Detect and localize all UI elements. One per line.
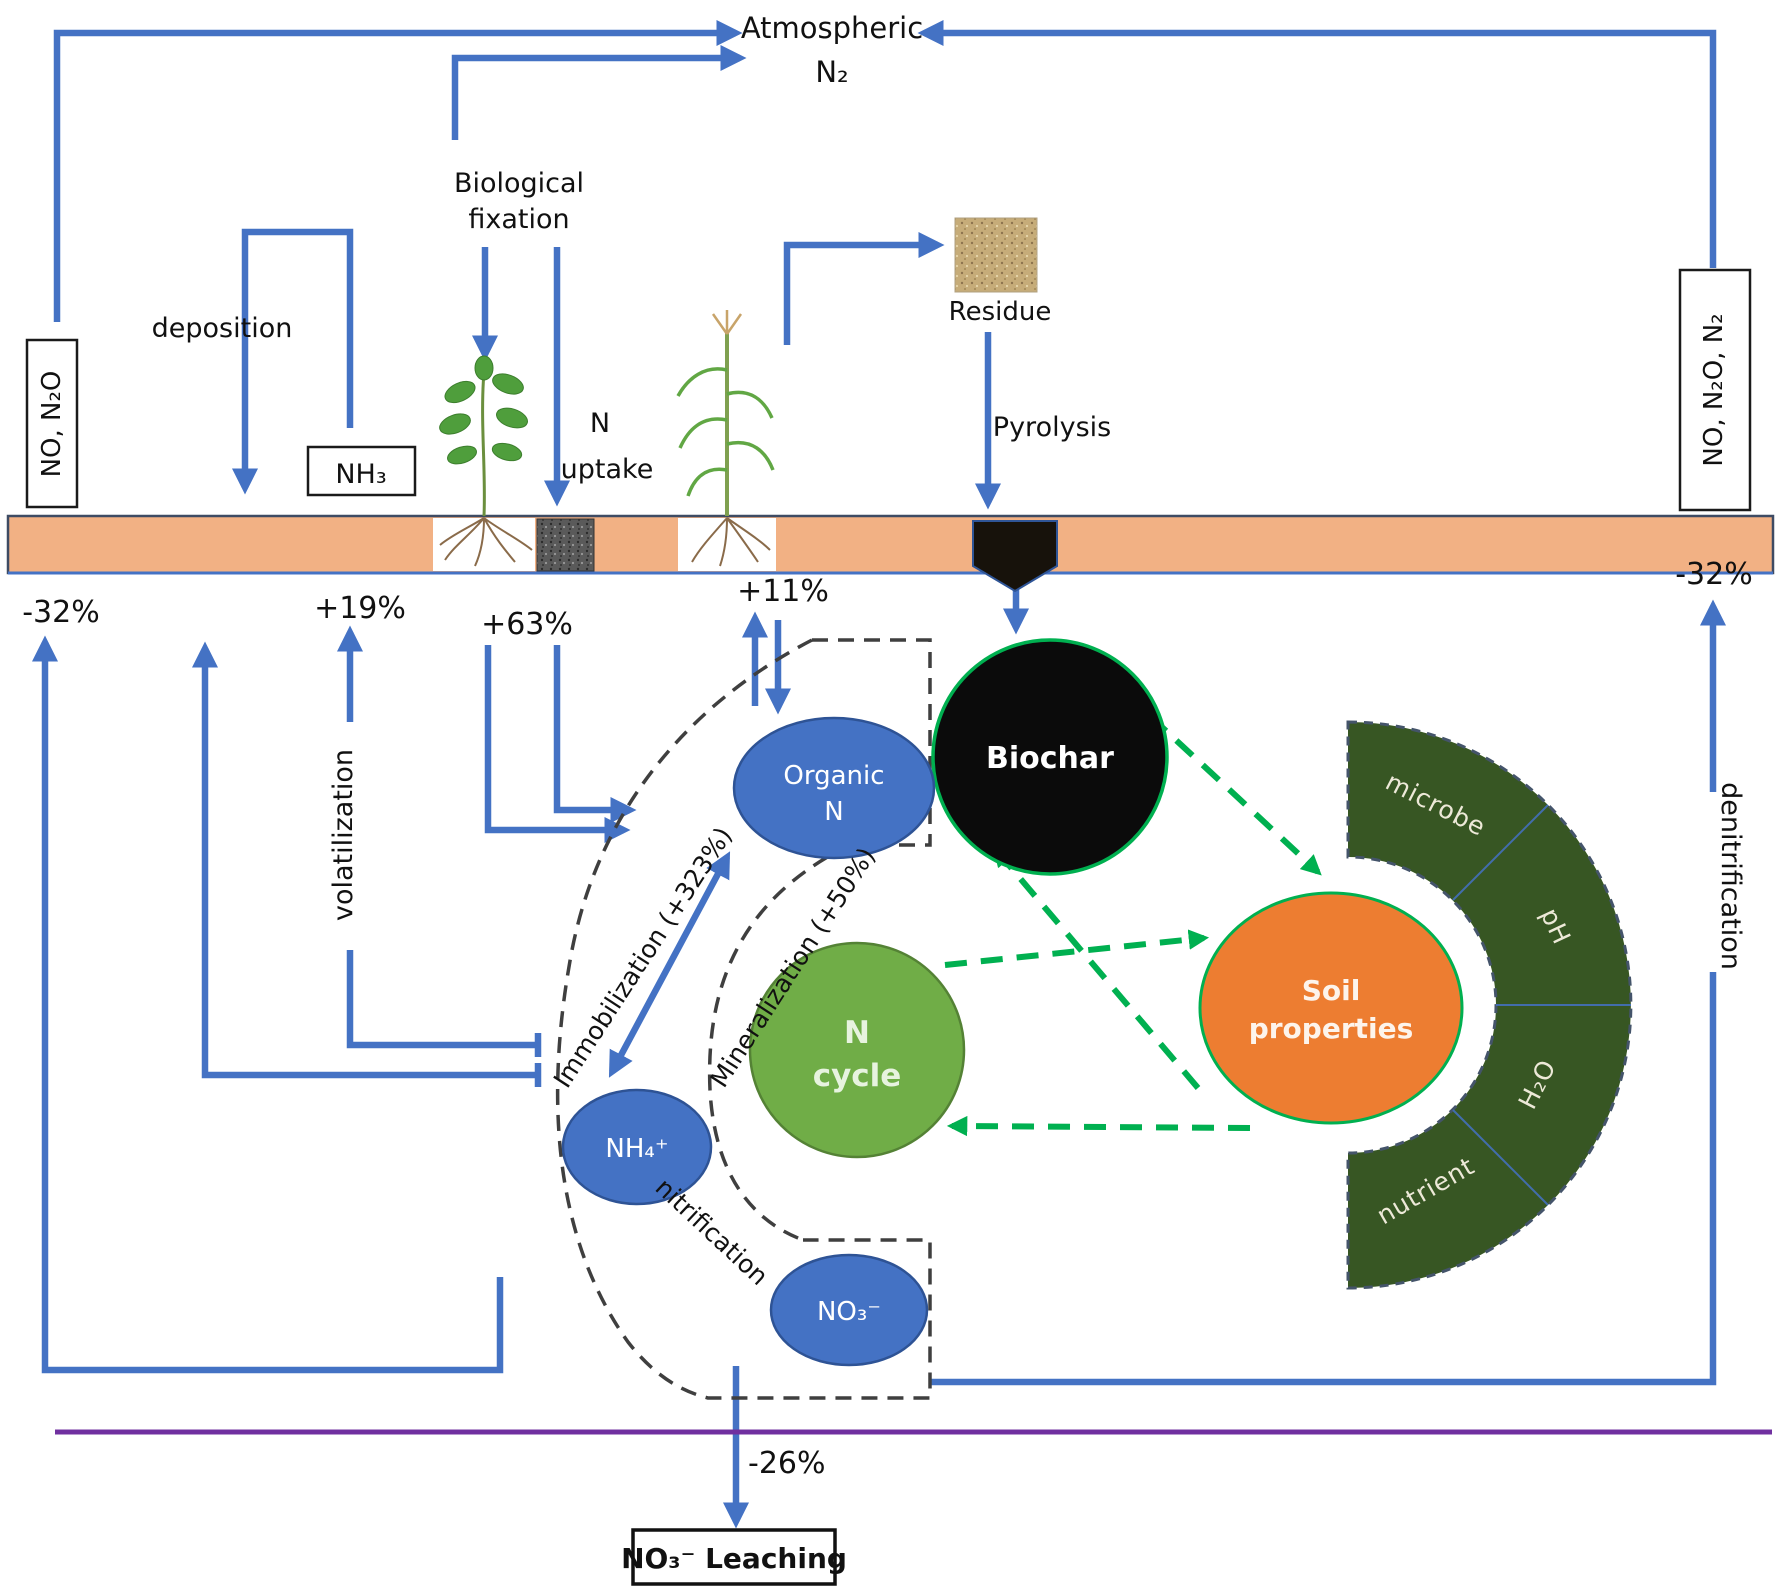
soil-properties-label-line1: Soil <box>1302 974 1361 1007</box>
nh3-box-label: NH₃ <box>335 459 386 490</box>
left-gas-percentage: -32% <box>22 595 100 630</box>
arrow-soil-properties-to-ncycle <box>946 1115 1251 1137</box>
atmospheric-label-line2: N₂ <box>815 55 848 89</box>
atmospheric-label-line1: Atmospheric <box>741 11 923 45</box>
nh4-label: NH₄⁺ <box>605 1134 668 1164</box>
biochar-node: Biochar <box>931 638 1169 876</box>
right-gas-box: NO, N₂O, N₂ <box>1678 268 1752 512</box>
corn-plant-illustration <box>676 310 775 567</box>
fixation-percentage: +63% <box>481 607 573 642</box>
arrow-right-gas-to-atmosphere <box>917 20 1717 268</box>
arrow-fixation-input-inner <box>553 645 637 823</box>
n-cycle-node: N cycle <box>748 941 966 1159</box>
volatilization-percentage: +19% <box>314 591 406 626</box>
residue-label: Residue <box>949 297 1052 327</box>
pyrolysis-label: Pyrolysis <box>993 412 1111 443</box>
fertilizer-photo <box>536 518 595 572</box>
n-uptake-label-line1: N <box>590 408 610 439</box>
n-cycle-label-line2: cycle <box>813 1058 902 1094</box>
soil-bar <box>6 514 1775 575</box>
line-no3-to-denitrification <box>930 972 1717 1386</box>
nh3-box: NH₃ <box>306 445 417 497</box>
arrow-biochar-to-soil-properties <box>1147 713 1322 876</box>
left-gas-box: NO, N₂O <box>25 338 79 509</box>
ring-divider-1 <box>1452 804 1549 901</box>
no3-leaching-box: NO₃⁻ Leaching <box>621 1528 847 1586</box>
denitrification-percentage: -32% <box>1675 557 1753 592</box>
arrow-ncycle-to-soil-properties <box>944 929 1210 968</box>
residue-photo <box>954 217 1038 293</box>
biological-fixation-label-line1: Biological <box>454 168 584 199</box>
organic-n-ellipse <box>732 716 936 860</box>
n-cycle-label-line1: N <box>844 1015 870 1051</box>
no3-leaching-label: NO₃⁻ Leaching <box>621 1542 847 1575</box>
arrow-crop-to-residue <box>783 232 945 345</box>
nh4-node: NH₄⁺ <box>561 1088 713 1206</box>
biochar-label: Biochar <box>986 741 1114 776</box>
soil-ring-donut <box>1346 720 1633 1290</box>
organic-n-label-line2: N <box>824 797 843 827</box>
no3-node: NO₃⁻ <box>769 1253 929 1367</box>
n-uptake-label-line2: uptake <box>561 454 654 485</box>
leaching-percentage: -26% <box>748 1446 826 1481</box>
ring-divider-3 <box>1452 1109 1549 1206</box>
uptake-percentage: +11% <box>737 574 829 609</box>
soybean-plant-illustration <box>439 355 533 567</box>
left-gas-box-label: NO, N₂O <box>37 371 67 478</box>
arrow-fixation-to-atmosphere <box>451 45 747 140</box>
soil-properties-ellipse <box>1198 891 1464 1125</box>
no3-label: NO₃⁻ <box>817 1297 881 1327</box>
nh4-ellipse <box>561 1088 713 1206</box>
arrow-immobilization-mineralization <box>608 851 731 1078</box>
organic-n-node: Organic N <box>732 716 936 860</box>
biochar-circle <box>931 638 1169 876</box>
dashed-ring-outer <box>555 638 932 1400</box>
soil-properties-ring: microbe pH H₂O nutrient <box>1346 720 1633 1290</box>
deposition-label: deposition <box>152 313 293 344</box>
arrow-nitrification-gas-loss <box>32 635 504 1374</box>
arrow-nh4-to-soil-surface <box>192 641 538 1079</box>
biochar-in-soil-icon <box>972 520 1058 593</box>
right-gas-box-label: NO, N₂O, N₂ <box>1699 313 1729 466</box>
volatilization-label: volatilization <box>328 749 359 921</box>
soil-properties-label-line2: properties <box>1249 1012 1414 1045</box>
organic-n-label-line1: Organic <box>783 761 884 791</box>
arrow-left-gas-to-atmosphere <box>53 20 743 322</box>
n-cycle-circle <box>748 941 966 1159</box>
arrow-soil-properties-to-biochar <box>992 846 1201 1090</box>
soil-properties-node: Soil properties <box>1198 891 1464 1125</box>
denitrification-label: denitrification <box>1715 782 1746 970</box>
biological-fixation-label-line2: fixation <box>468 204 569 235</box>
arrow-deposition <box>232 228 354 495</box>
dashed-rect-organic-n <box>812 638 932 847</box>
dashed-ring-inner <box>707 843 851 1242</box>
line-nh4-volatilization <box>346 950 538 1049</box>
no3-ellipse <box>769 1253 929 1367</box>
arrow-fixation-input-outer <box>484 645 631 843</box>
nitrification-label: nitrification <box>650 1173 774 1291</box>
